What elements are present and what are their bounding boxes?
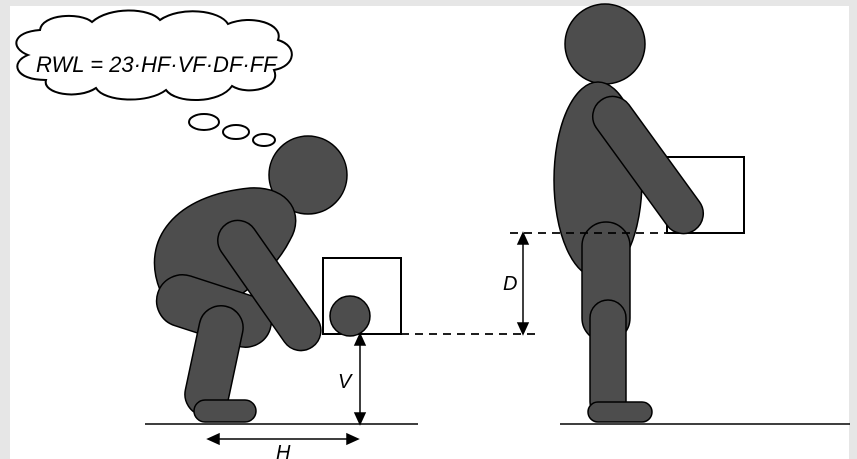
h-label: H [276,442,291,459]
stand-head [565,4,645,84]
stand-foot [588,402,652,422]
formula-text: RWL = 23·HF·VF·DF·FF [36,52,278,77]
standing-figure [554,4,652,422]
d-dimension-arrow [518,233,528,334]
squatting-figure [150,136,347,422]
squat-hand [330,296,370,336]
thought-bubble [16,11,291,147]
d-label: D [503,273,517,295]
v-dimension-arrow [355,334,365,424]
v-label: V [338,371,353,393]
squat-foot [194,400,256,422]
